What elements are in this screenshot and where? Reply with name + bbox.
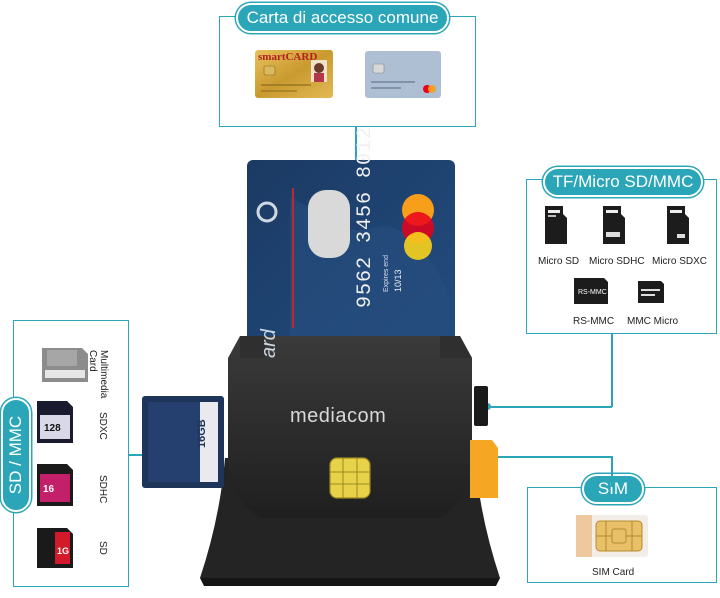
bank-card-image — [365, 51, 441, 98]
sim-section-title: SIM — [582, 474, 644, 504]
inserted-sd-capacity: 16GB — [196, 419, 208, 448]
sd-card-image: 1G — [37, 528, 73, 568]
sim-connector-horizontal — [487, 456, 612, 458]
sd-item-sdhc-label: SDHC — [97, 475, 108, 504]
tf-item-mmc-micro-label: MMC Micro — [627, 316, 679, 327]
sdhc-card-image: 16 — [37, 464, 73, 506]
micro-sd-image — [543, 206, 569, 246]
inserted-card-number: 9562 3456 8012 — [354, 125, 377, 308]
sd-item-sdxc-label: SDXC — [97, 412, 108, 440]
svg-text:1G: 1G — [57, 546, 69, 556]
svg-text:128: 128 — [44, 423, 61, 434]
smartcard-brand: smartCARD — [258, 51, 318, 63]
rs-mmc-image: RS-MMC — [574, 278, 608, 304]
micro-sdxc-image — [665, 206, 691, 246]
tf-connector-horizontal — [488, 406, 612, 408]
sim-card-image — [576, 515, 648, 557]
svg-text:RS-MMC: RS-MMC — [578, 289, 607, 296]
inserted-card-expiry-label: Expires end — [383, 255, 390, 292]
sim-connector-vertical — [611, 456, 613, 487]
sim-card-label: SIM Card — [592, 567, 635, 578]
inserted-card-fragment: ard — [258, 329, 280, 358]
tf-item-micro-sdhc-label: Micro SDHC — [589, 256, 645, 267]
sd-item-sd-label: SD — [97, 541, 108, 555]
tf-item-micro-sdxc-label: Micro SDXC — [652, 256, 708, 267]
sd-section-title: SD / MMC — [6, 415, 25, 495]
tf-item-micro-sd-label: Micro SD — [538, 256, 580, 267]
device-brand-logo: mediacom — [290, 405, 387, 427]
mmc-micro-image — [638, 281, 664, 303]
tf-item-rs-mmc-label: RS-MMC — [573, 316, 615, 327]
top-connector-line — [355, 127, 357, 170]
sd-item-multimedia-label: Multimedia Card — [87, 350, 109, 399]
sd-section-title-pill: SD / MMC — [1, 398, 31, 512]
smartcard-image: smartCARD — [255, 50, 333, 98]
sdxc-card-image: 128 — [37, 401, 73, 443]
card-reader-device: mediacom 9562 3456 8012 Expires end 10/1… — [140, 126, 500, 598]
multimedia-card-image — [42, 346, 88, 382]
svg-text:16: 16 — [43, 484, 55, 495]
tf-section-title: TF/Micro SD/MMC — [543, 167, 703, 197]
top-section-title: Carta di accesso comune — [236, 3, 449, 33]
micro-sdhc-image — [601, 206, 627, 246]
tf-connector-vertical — [611, 334, 613, 407]
inserted-card-expiry: 10/13 — [393, 269, 403, 292]
